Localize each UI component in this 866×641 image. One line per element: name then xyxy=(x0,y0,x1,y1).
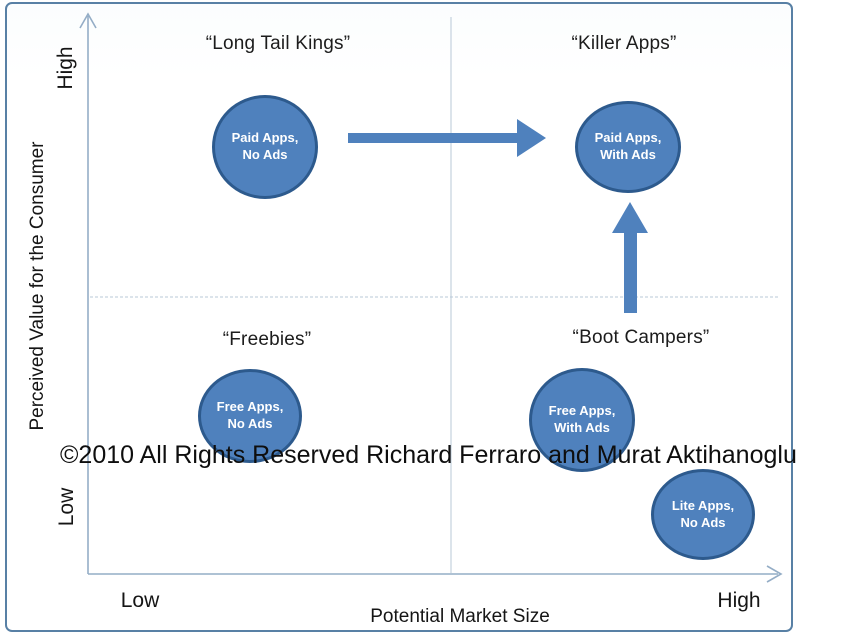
x-axis-high-label: High xyxy=(717,589,761,612)
bubble-label: No Ads xyxy=(242,147,288,162)
bubble-label: No Ads xyxy=(680,514,726,530)
bubble-label: With Ads xyxy=(554,420,610,435)
bubble-label: No Ads xyxy=(227,416,273,431)
copyright-text: ©2010 All Rights Reserved Richard Ferrar… xyxy=(60,441,797,469)
quadrant-title-killer-apps: “Killer Apps” xyxy=(571,33,677,54)
transition-arrow-up xyxy=(612,202,648,313)
y-axis-high-label: High xyxy=(54,46,77,90)
bubble-label: Free Apps, xyxy=(216,399,284,415)
bubble-lite-apps-no-ads: Lite Apps, No Ads xyxy=(651,469,755,560)
bubble-label: With Ads xyxy=(600,147,656,162)
transition-arrow-right xyxy=(348,119,546,157)
bubble-label: Paid Apps, xyxy=(231,130,299,146)
y-axis-arrowhead xyxy=(79,12,97,29)
bubble-label: Paid Apps, xyxy=(594,130,662,146)
bubble-free-apps-with-ads: Free Apps, With Ads xyxy=(529,368,635,472)
quadrant-title-freebies: “Freebies” xyxy=(222,329,312,350)
quadrant-title-boot-campers: “Boot Campers” xyxy=(572,327,710,348)
x-axis-arrowhead xyxy=(766,565,783,583)
y-axis-low-label: Low xyxy=(55,487,78,527)
y-axis-title: Perceived Value for the Consumer xyxy=(27,141,48,431)
bubble-label: Lite Apps, xyxy=(671,497,735,513)
x-axis-title: Potential Market Size xyxy=(370,606,550,627)
x-axis-low-label: Low xyxy=(120,589,160,612)
bubble-paid-apps-with-ads: Paid Apps, With Ads xyxy=(575,101,681,193)
quadrant-title-long-tail-kings: “Long Tail Kings” xyxy=(205,33,351,54)
bubble-label: Free Apps, xyxy=(548,403,616,419)
bubble-paid-apps-no-ads: Paid Apps, No Ads xyxy=(212,95,318,199)
bubble-free-apps-no-ads: Free Apps, No Ads xyxy=(198,369,302,463)
